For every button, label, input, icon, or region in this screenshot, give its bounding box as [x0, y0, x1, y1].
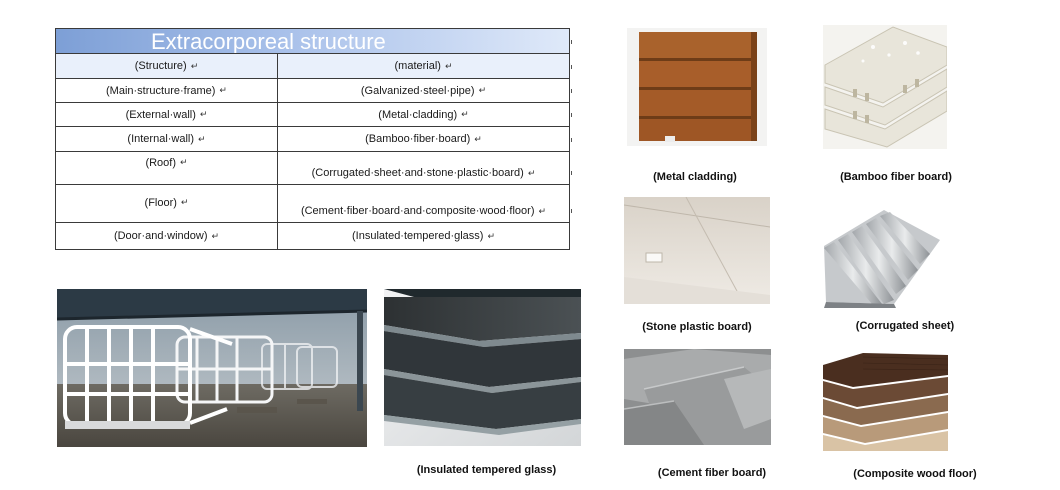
table-title: Extracorporeal structure: [56, 28, 569, 53]
cell-structure: (Floor)↵: [56, 185, 278, 222]
cell-structure: (External·wall)↵: [56, 103, 278, 126]
cell-material: (Insulated·tempered·glass)↵: [352, 230, 495, 242]
paragraph-mark: ↵: [478, 85, 487, 95]
cell-structure: (Main·structure·frame)↵: [56, 79, 278, 102]
table-row: (Door·and·window)↵ (Insulated·tempered·g…: [56, 222, 569, 249]
header-cell-structure: (Structure)↵: [56, 54, 278, 78]
bamboo-board-photo: [823, 25, 947, 149]
steel-frame-photo: [57, 289, 367, 447]
paragraph-mark: ↵: [461, 109, 469, 119]
paragraph-mark: ↵: [180, 157, 188, 167]
paragraph-mark: ↵: [527, 168, 536, 178]
cell-structure: (Roof)↵: [56, 152, 278, 184]
caption-composite: (Composite wood floor): [853, 468, 977, 480]
paragraph-mark: ↵: [211, 230, 220, 241]
table-header-row: (Structure)↵ (material)↵: [56, 53, 569, 78]
caption-cement: (Cement fiber board): [657, 467, 767, 479]
caption-corrugated: (Corrugated sheet): [855, 320, 955, 332]
table-row: (External·wall)↵ (Metal·cladding)↵: [56, 102, 569, 126]
cell-material: (Metal·cladding)↵: [378, 108, 469, 121]
cell-structure: (Internal·wall)↵: [56, 127, 278, 151]
caption-glass: (Insulated tempered glass): [416, 464, 557, 476]
table-row: (Floor)↵ (Cement·fiber·board·and·composi…: [56, 184, 569, 222]
paragraph-mark: ↵: [198, 133, 206, 144]
caption-metal-cladding: (Metal cladding): [653, 171, 737, 183]
cell-structure: (Door·and·window)↵: [56, 223, 278, 249]
paragraph-mark: ↵: [190, 60, 199, 71]
table-row: (Main·structure·frame)↵ (Galvanized·stee…: [56, 78, 569, 102]
glass-photo: [384, 289, 581, 446]
paragraph-mark: ↵: [474, 133, 482, 144]
structure-table: Extracorporeal structure (Structure)↵ (m…: [55, 28, 570, 250]
cell-material: (Galvanized·steel·pipe)↵: [360, 84, 487, 97]
corrugated-sheet-photo: [824, 206, 940, 308]
cement-board-photo: [624, 349, 771, 445]
cell-material: (Bamboo·fiber·board)↵: [365, 133, 482, 145]
metal-cladding-photo: [627, 28, 767, 146]
paragraph-mark: ↵: [538, 206, 547, 216]
composite-floor-photo: [823, 353, 948, 451]
paragraph-mark: ↵: [199, 109, 208, 119]
cell-material: (Cement·fiber·board·and·composite·wood·f…: [300, 205, 547, 217]
table-row: (Internal·wall)↵ (Bamboo·fiber·board)↵: [56, 126, 569, 151]
paragraph-mark: ↵: [487, 230, 495, 241]
paragraph-mark: ↵: [444, 60, 453, 71]
table-row: (Roof)↵ (Corrugated·sheet·and·stone·plas…: [56, 151, 569, 184]
paragraph-mark: ↵: [219, 85, 227, 95]
caption-stone-plastic: (Stone plastic board): [642, 321, 752, 333]
header-cell-material: (material)↵: [394, 60, 453, 72]
cell-material: (Corrugated·sheet·and·stone·plastic·boar…: [311, 167, 536, 179]
paragraph-mark: ↵: [180, 197, 189, 207]
stone-plastic-photo: [624, 197, 770, 304]
caption-bamboo: (Bamboo fiber board): [840, 171, 952, 183]
